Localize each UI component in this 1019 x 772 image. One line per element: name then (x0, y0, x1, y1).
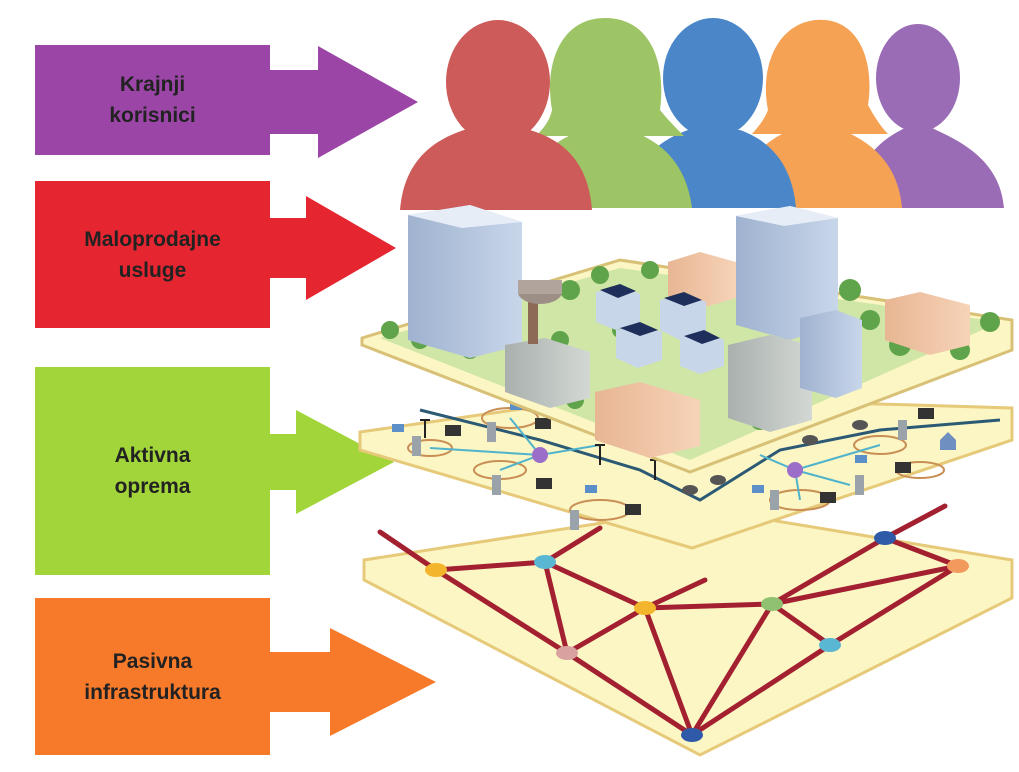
water-tower (518, 280, 562, 344)
monitor-icon (918, 408, 934, 419)
active-label-box (35, 367, 270, 575)
building (728, 335, 812, 432)
building (408, 205, 522, 358)
layer-label-retail (35, 181, 396, 328)
hub-node (532, 447, 548, 463)
router-icon (752, 485, 764, 493)
layer-label-passive (35, 598, 436, 755)
network-node (761, 597, 783, 611)
person-icon (732, 19, 902, 208)
fiber-network (377, 503, 961, 738)
retail-arrow (270, 196, 396, 300)
solar-roof-houses (596, 284, 724, 374)
server-icon (570, 510, 579, 530)
hub-links (429, 417, 881, 501)
network-node (425, 563, 447, 577)
router-icon (855, 455, 867, 463)
satellite-dish-icon (682, 485, 698, 495)
house-icon (940, 432, 956, 450)
server-icon (412, 436, 421, 456)
server-icon (770, 490, 779, 510)
monitor-icon (820, 492, 836, 503)
monitor-icon (535, 418, 551, 429)
users-label-box (35, 45, 270, 155)
backbone-cable (419, 408, 1001, 502)
retail-label-box (35, 181, 270, 328)
building (505, 338, 590, 408)
network-node (819, 638, 841, 652)
network-node (874, 531, 896, 545)
equipment-icons (392, 402, 956, 530)
monitor-icon (445, 425, 461, 436)
building (885, 292, 970, 355)
server-icon (492, 475, 501, 495)
hub-node (787, 462, 803, 478)
satellite-dish-icon (802, 435, 818, 445)
network-nodes (425, 531, 969, 742)
end-users-group (400, 18, 1004, 210)
router-icon (392, 424, 404, 432)
monitor-icon (895, 462, 911, 473)
network-node (556, 646, 578, 660)
antenna-icon (420, 419, 430, 438)
network-node (947, 559, 969, 573)
monitor-icon (536, 478, 552, 489)
active-arrow (270, 410, 394, 514)
users-arrow (270, 46, 418, 158)
satellite-dish-icon (852, 420, 868, 430)
server-icon (855, 475, 864, 495)
antenna-icon (595, 444, 605, 465)
retail-services-label: Maloprodajne usluge (84, 227, 221, 282)
passive-infrastructure-label: Pasivna infrastruktura (84, 649, 221, 704)
network-node (534, 555, 556, 569)
building (595, 382, 700, 458)
passive-arrow (270, 628, 436, 736)
layer-label-users (35, 45, 418, 158)
server-icon (898, 420, 907, 440)
satellite-dish-icon (710, 475, 726, 485)
building (736, 206, 838, 340)
layer-label-active (35, 367, 394, 575)
person-icon (400, 20, 592, 210)
passive-label-box (35, 598, 270, 755)
router-icon (585, 485, 597, 493)
network-node (681, 728, 703, 742)
network-node (634, 601, 656, 615)
building (800, 310, 862, 398)
active-equipment-label: Aktivna oprema (114, 444, 191, 498)
server-icon (487, 422, 496, 442)
end-users-label: Krajnji korisnici (109, 73, 196, 127)
monitor-icon (625, 504, 641, 515)
retail-services-layer (360, 205, 1014, 474)
passive-infrastructure-layer (362, 503, 1014, 757)
